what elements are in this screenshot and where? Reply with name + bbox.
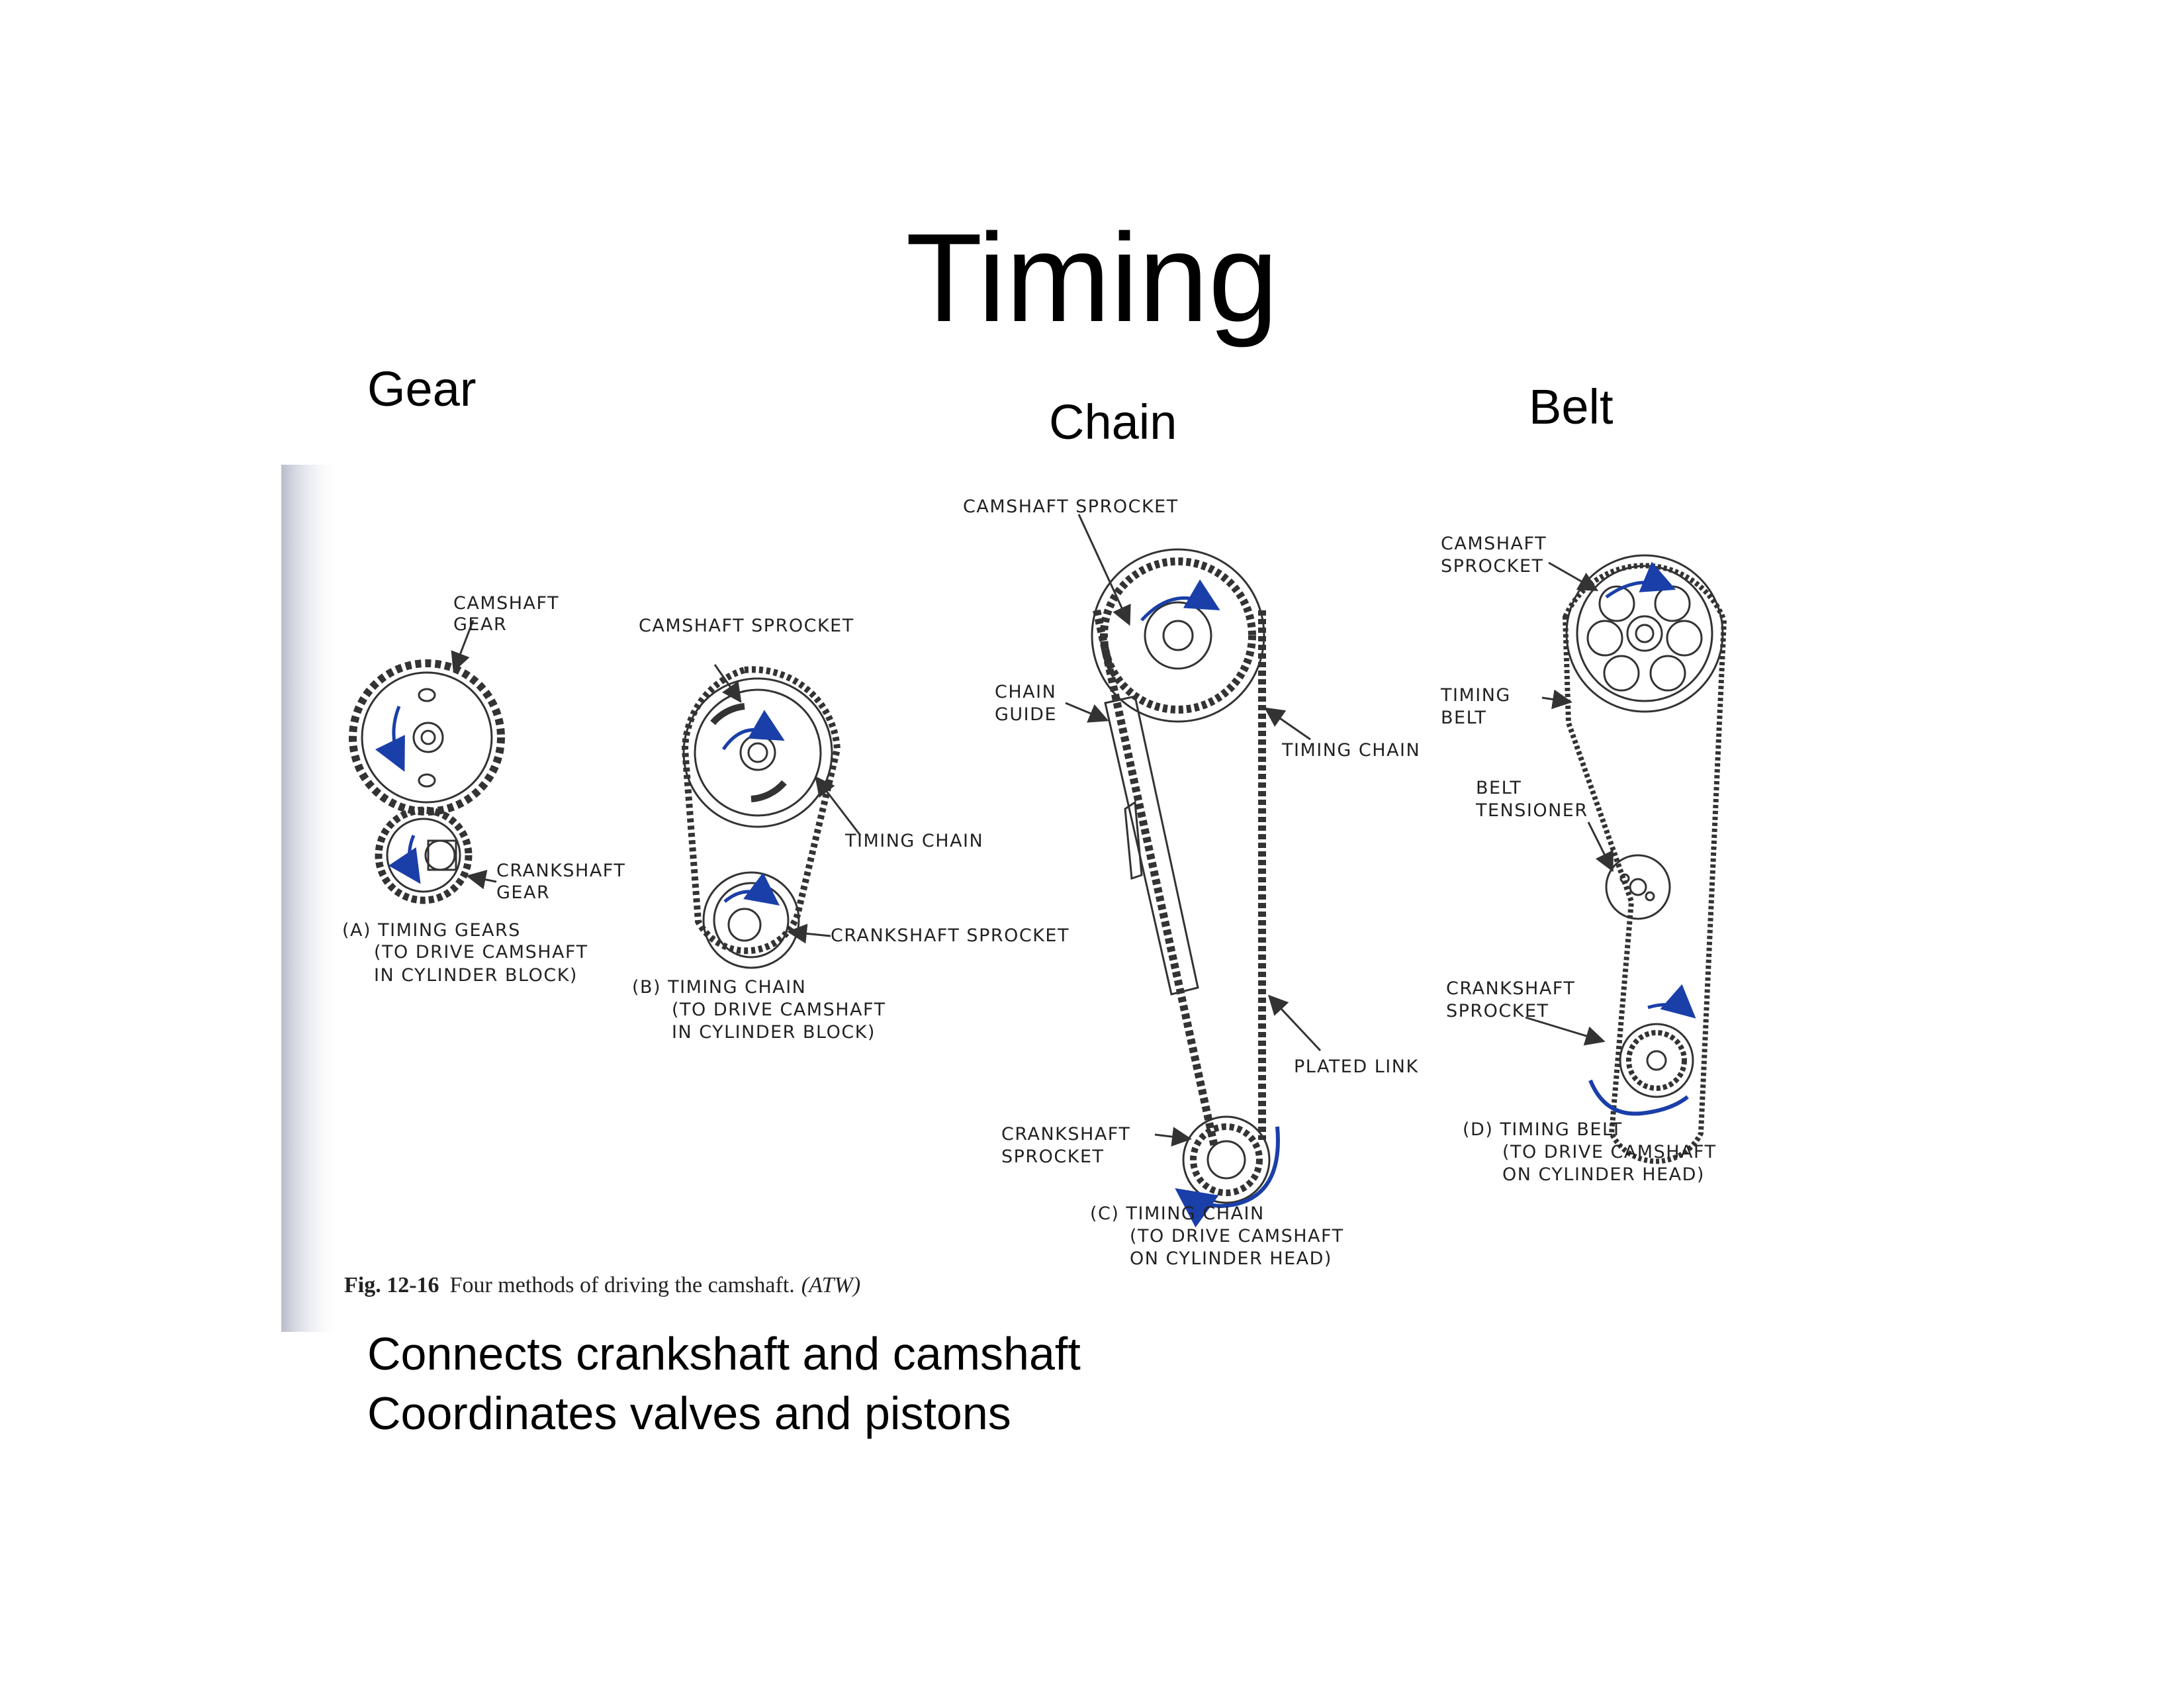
camshaft-rotation-arrow <box>375 706 405 772</box>
bullet-item: Coordinates valves and pistons <box>367 1387 1011 1439</box>
chain-guide <box>1104 695 1199 996</box>
label-c-timing-chain: TIMING CHAIN <box>1281 740 1420 761</box>
caption-d-1: (D) TIMING BELT <box>1463 1119 1623 1140</box>
crankshaft-rotation-arrow <box>388 835 421 884</box>
slide-title: Timing <box>905 208 1279 348</box>
label-d-timing-belt-1: TIMING <box>1440 685 1511 706</box>
camshaft-sprocket-d-arrow <box>1605 561 1676 599</box>
crankshaft-gear <box>375 806 473 904</box>
belt-tensioner <box>1605 854 1671 920</box>
camshaft-sprocket-c-arrow <box>1140 579 1220 622</box>
caption-a-1: (A) TIMING GEARS <box>342 920 521 941</box>
figure-caption-number: Fig. 12-16 <box>344 1273 439 1297</box>
caption-c-2: (TO DRIVE CAMSHAFT <box>1130 1226 1344 1246</box>
label-a-camshaft-gear-2: GEAR <box>453 614 507 635</box>
label-d-camshaft-sprocket-1: CAMSHAFT <box>1441 534 1547 554</box>
crankshaft-sprocket-c-arrow <box>1175 1126 1280 1228</box>
caption-c-3: ON CYLINDER HEAD) <box>1130 1248 1332 1269</box>
page-spine-shadow <box>281 465 341 1332</box>
caption-b-2: (TO DRIVE CAMSHAFT <box>672 1000 886 1020</box>
crankshaft-sprocket-b-arrow <box>723 872 780 906</box>
camshaft-sprocket-c <box>1091 548 1265 723</box>
belt-heading: Belt <box>1529 379 1614 434</box>
camshaft-gear <box>349 659 505 816</box>
label-b-camshaft-sprocket: CAMSHAFT SPROCKET <box>639 616 854 636</box>
chain-heading: Chain <box>1049 395 1177 449</box>
bullet-item: Connects crankshaft and camshaft <box>367 1328 1081 1380</box>
caption-b-3: IN CYLINDER BLOCK) <box>672 1022 876 1043</box>
panel-d-timing-belt <box>1525 554 1727 1164</box>
figure-caption-source: (ATW) <box>801 1273 860 1297</box>
camshaft-drive-figure: CAMSHAFT GEAR CRANKSHAFT GEAR (A) TIMING… <box>281 465 1833 1332</box>
camshaft-sprocket-d <box>1565 554 1724 713</box>
label-a-camshaft-gear-1: CAMSHAFT <box>453 593 559 614</box>
bullet-list: Connects crankshaft and camshaft Coordin… <box>367 1324 1081 1443</box>
caption-b-1: (B) TIMING CHAIN <box>632 977 806 998</box>
camshaft-sprocket-b-arrow <box>721 710 785 751</box>
panel-b-timing-chain <box>681 664 862 969</box>
crankshaft-sprocket-d-lower-arrow <box>1588 1079 1689 1116</box>
label-a-crankshaft-gear-1: CRANKSHAFT <box>496 861 625 881</box>
timing-chain-c <box>1093 609 1266 1148</box>
crankshaft-sprocket-d-arrow <box>1647 984 1696 1019</box>
figure-caption-text: Four methods of driving the camshaft. <box>450 1273 795 1297</box>
gear-heading: Gear <box>367 361 477 416</box>
label-a-crankshaft-gear-2: GEAR <box>496 882 550 903</box>
label-d-timing-belt-2: BELT <box>1441 708 1486 728</box>
panel-a-timing-gears <box>349 620 505 904</box>
label-b-crankshaft-sprocket: CRANKSHAFT SPROCKET <box>831 925 1069 946</box>
caption-a-2: (TO DRIVE CAMSHAFT <box>374 942 588 962</box>
label-c-crankshaft-sprocket-2: SPROCKET <box>1001 1147 1105 1167</box>
crankshaft-sprocket-b <box>702 871 800 969</box>
timing-belt <box>1562 563 1727 1164</box>
label-c-plated-link: PLATED LINK <box>1294 1056 1419 1077</box>
caption-d-2: (TO DRIVE CAMSHAFT <box>1502 1142 1717 1162</box>
figure-caption: Fig. 12-16 Four methods of driving the ca… <box>344 1273 860 1297</box>
label-d-belt-tensioner-1: BELT <box>1476 778 1522 798</box>
crankshaft-sprocket-d <box>1619 1023 1694 1098</box>
crankshaft-sprocket-c <box>1182 1115 1271 1204</box>
label-d-belt-tensioner-2: TENSIONER <box>1475 800 1588 821</box>
label-d-crankshaft-sprocket-1: CRANKSHAFT <box>1446 978 1575 999</box>
caption-d-3: ON CYLINDER HEAD) <box>1502 1164 1705 1185</box>
label-b-timing-chain: TIMING CHAIN <box>844 831 983 851</box>
label-c-chain-guide-1: CHAIN <box>995 682 1056 702</box>
label-c-camshaft-sprocket: CAMSHAFT SPROCKET <box>963 496 1179 517</box>
label-d-camshaft-sprocket-2: SPROCKET <box>1441 556 1544 577</box>
label-c-chain-guide-2: GUIDE <box>995 704 1057 725</box>
camshaft-sprocket-b <box>682 677 833 828</box>
caption-c-1: (C) TIMING CHAIN <box>1090 1203 1265 1224</box>
timing-chain-b <box>681 666 841 955</box>
label-c-crankshaft-sprocket-1: CRANKSHAFT <box>1001 1124 1130 1145</box>
caption-a-3: IN CYLINDER BLOCK) <box>374 965 578 986</box>
panel-c-timing-chain <box>1065 514 1322 1228</box>
label-d-crankshaft-sprocket-2: SPROCKET <box>1446 1001 1549 1021</box>
